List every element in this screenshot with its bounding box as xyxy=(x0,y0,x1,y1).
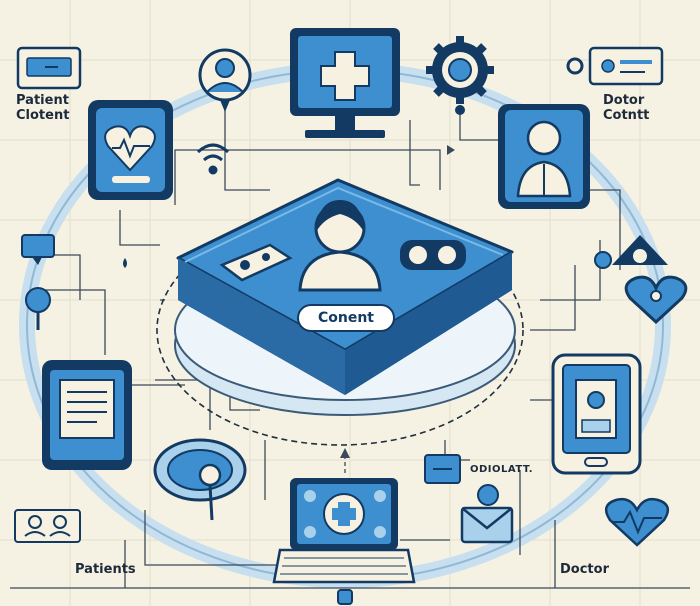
vr-headset-icon xyxy=(400,240,466,270)
laptop-medical-icon xyxy=(272,478,416,605)
patient-content-label: Patient Clotent xyxy=(16,93,70,123)
stethoscope-icon xyxy=(153,438,247,521)
doctor-content-label: Dotor Cotntt xyxy=(603,93,650,123)
wifi-icon xyxy=(196,143,230,175)
user-avatar-icon xyxy=(198,48,252,112)
alert-eye-icon xyxy=(594,235,668,269)
content-button[interactable]: Conent xyxy=(297,304,395,332)
patients-icon xyxy=(14,509,81,543)
patients-label: Patients xyxy=(75,562,136,577)
tablet-document-icon xyxy=(42,360,132,470)
id-device-icon xyxy=(219,243,293,282)
person-avatar-icon xyxy=(298,200,382,292)
heart-icon xyxy=(624,275,688,325)
chat-bubble-icon xyxy=(21,234,55,265)
heart-rate-tablet-icon xyxy=(88,100,173,200)
mail-icon xyxy=(460,484,514,544)
device-label: ODIOLATT. xyxy=(470,464,534,475)
doctor-portrait-icon xyxy=(498,104,590,209)
doctor-label: Doctor xyxy=(560,562,609,577)
heartbeat-icon xyxy=(604,497,670,547)
contact-card-icon xyxy=(566,46,664,86)
connector-device-icon xyxy=(424,454,461,484)
location-pin-icon xyxy=(25,287,51,330)
monitor-medical-cross-icon xyxy=(290,28,400,138)
gear-icon xyxy=(426,36,494,115)
phone-doctor-record-icon xyxy=(551,353,642,475)
id-card-icon xyxy=(16,46,82,90)
